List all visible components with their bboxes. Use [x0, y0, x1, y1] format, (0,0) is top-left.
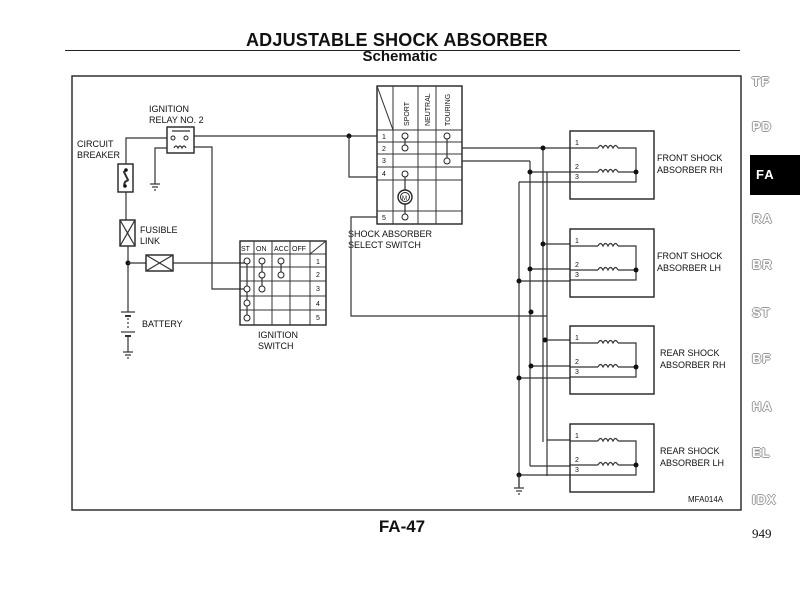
ign-row-3: 3: [316, 286, 320, 293]
section-tab-br[interactable]: BR: [752, 257, 773, 272]
fusible-link-2: [145, 254, 174, 272]
ign-row-2: 2: [316, 272, 320, 279]
page-title: ADJUSTABLE SHOCK ABSORBER: [245, 30, 549, 50]
ign-row-1: 1: [316, 259, 320, 266]
circuit-breaker-label-2: BREAKER: [77, 150, 121, 160]
absorber-label-2: ABSORBER LH: [660, 458, 724, 468]
page-code: FA-47: [378, 517, 426, 536]
absorber-label-2: ABSORBER RH: [660, 360, 726, 370]
rear-shock-absorber-lh: 1 2 3 REAR SHOCK ABSORBER LH: [569, 423, 724, 493]
battery-label: BATTERY: [142, 319, 183, 329]
ign-row-4: 4: [316, 301, 320, 308]
ign-col-off: OFF: [292, 246, 306, 253]
ignition-relay: IGNITION RELAY NO. 2: [149, 104, 204, 154]
select-row-2: 2: [382, 146, 386, 153]
select-switch: SPORT NEUTRAL TOURING 1 2 3 4 5 M SHOCK …: [348, 85, 463, 250]
select-row-1: 1: [382, 134, 386, 141]
pin-label: 1: [575, 433, 579, 440]
section-tab-el[interactable]: EL: [752, 445, 771, 460]
absorber-label-1: REAR SHOCK: [660, 348, 720, 358]
ground-symbol-relay: [150, 183, 160, 191]
select-row-3: 3: [382, 158, 386, 165]
pin-label: 1: [575, 335, 579, 342]
figure-id: MFA014A: [688, 495, 724, 504]
section-tab-bf[interactable]: BF: [752, 351, 772, 366]
rear-shock-absorber-rh: 1 2 3 REAR SHOCK ABSORBER RH: [569, 325, 726, 395]
fusible-link: FUSIBLE LINK: [119, 219, 178, 247]
absorber-label-2: ABSORBER LH: [657, 263, 721, 273]
circuit-breaker-label-1: CIRCUIT: [77, 139, 114, 149]
front-shock-absorber-rh: 1 2 3 FRONT SHOCK ABSORBER RH: [569, 130, 723, 200]
fusible-link-label-1: FUSIBLE: [140, 225, 178, 235]
ignition-relay-label-2: RELAY NO. 2: [149, 115, 204, 125]
pin-label: 2: [575, 262, 579, 269]
circuit-breaker: CIRCUIT BREAKER: [77, 139, 134, 193]
section-tab-tf[interactable]: TF: [752, 74, 770, 89]
ign-row-5: 5: [316, 315, 320, 322]
ground-symbol-bus: [514, 487, 524, 495]
ignition-switch-label-2: SWITCH: [258, 341, 294, 351]
pin-label: 2: [575, 164, 579, 171]
ign-col-acc: ACC: [274, 246, 289, 253]
diagram-frame: [71, 75, 742, 511]
absorber-label-2: ABSORBER RH: [657, 165, 723, 175]
pin-label: 3: [575, 272, 579, 279]
fusible-link-label-2: LINK: [140, 236, 160, 246]
ign-col-on: ON: [256, 246, 267, 253]
section-tab-ra[interactable]: RA: [752, 211, 773, 226]
pin-label: 1: [575, 238, 579, 245]
absorber-label-1: FRONT SHOCK: [657, 251, 722, 261]
ignition-relay-label-1: IGNITION: [149, 104, 189, 114]
page-subtitle: Schematic: [362, 48, 438, 65]
section-tab-ha[interactable]: HA: [752, 399, 773, 414]
header-divider: [65, 50, 740, 51]
pin-label: 2: [575, 457, 579, 464]
battery: BATTERY: [121, 311, 183, 359]
section-tab-fa[interactable]: FA: [750, 155, 800, 195]
pin-label: 3: [575, 369, 579, 376]
select-row-5: 5: [382, 215, 386, 222]
pin-label: 2: [575, 359, 579, 366]
absorber-label-1: REAR SHOCK: [660, 446, 720, 456]
front-shock-absorber-lh: 1 2 3 FRONT SHOCK ABSORBER LH: [569, 228, 722, 298]
select-col-neutral: NEUTRAL: [425, 93, 432, 126]
absorber-label-1: FRONT SHOCK: [657, 153, 722, 163]
section-tab-st[interactable]: ST: [752, 305, 771, 320]
motor-symbol: M: [402, 196, 407, 202]
ignition-switch-label-1: IGNITION: [258, 330, 298, 340]
select-col-touring: TOURING: [445, 94, 452, 126]
select-switch-label-2: SELECT SWITCH: [348, 240, 421, 250]
pin-label: 3: [575, 467, 579, 474]
select-row-4: 4: [382, 171, 386, 178]
pin-label: 1: [575, 140, 579, 147]
ignition-switch: ST ON ACC OFF 1 2 3 4 5 IGNITION SWITCH: [239, 240, 327, 351]
section-tab-pd[interactable]: PD: [752, 119, 773, 134]
select-col-sport: SPORT: [404, 101, 411, 126]
book-page-number: 949: [752, 526, 772, 541]
pin-label: 3: [575, 174, 579, 181]
select-switch-label-1: SHOCK ABSORBER: [348, 229, 433, 239]
section-tab-idx[interactable]: IDX: [752, 492, 777, 507]
ign-col-st: ST: [241, 246, 251, 253]
